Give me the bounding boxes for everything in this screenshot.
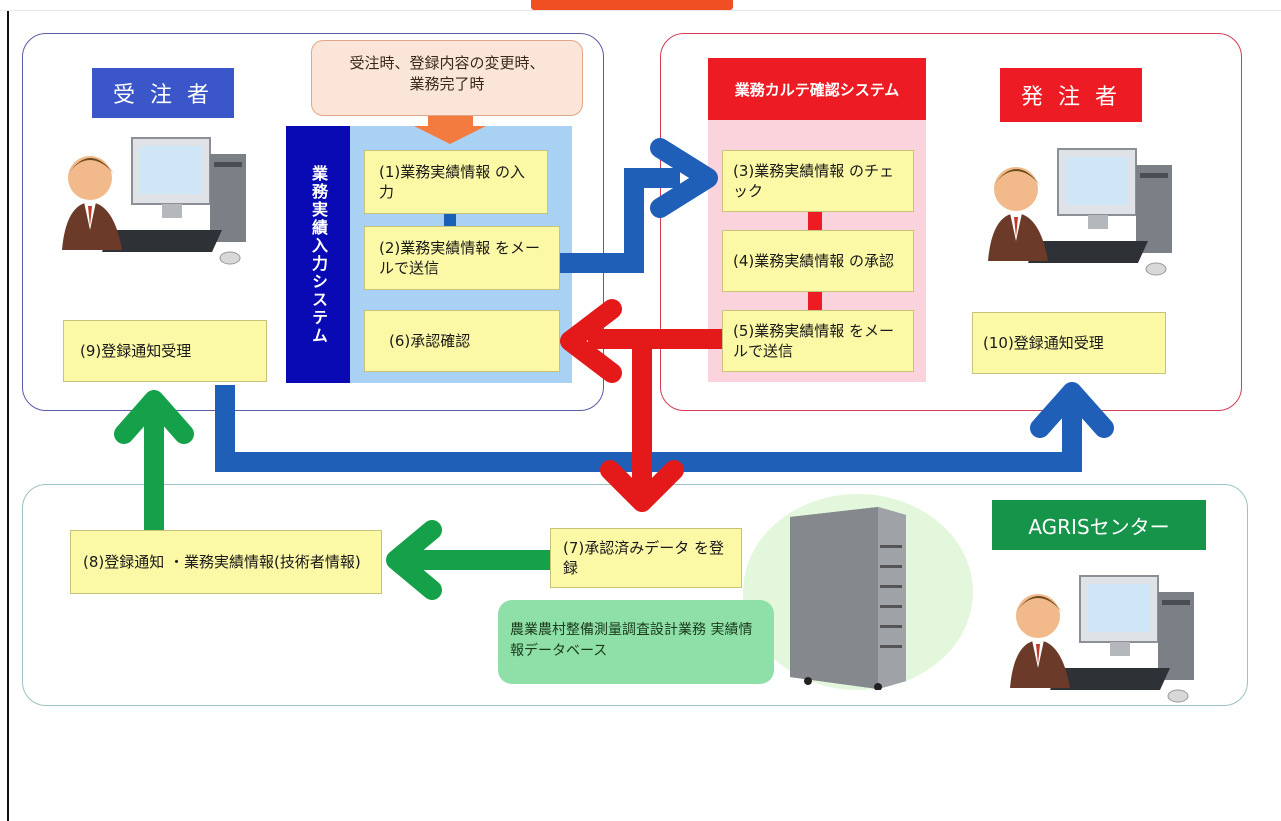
agris-center-label: AGRISセンター [992,500,1206,550]
step-6-approval-check[interactable]: (6)承認確認 [364,310,560,372]
person-at-computer-icon [62,134,252,270]
step-1-input[interactable]: (1)業務実績情報 の入力 [364,150,548,214]
input-system-title: 業務実績入力システム [286,126,350,383]
timing-note: 受注時、登録内容の変更時、業務完了時 [311,40,583,116]
step-8-registration-notice[interactable]: (8)登録通知 ・業務実績情報(技術者情報) [70,530,382,594]
step-2-send-mail[interactable]: (2)業務実績情報 をメールで送信 [364,226,560,290]
contractor-label: 受 注 者 [92,68,234,118]
top-tab[interactable] [531,0,733,10]
step-7-register-data[interactable]: (7)承認済みデータ を登録 [550,528,742,588]
left-border-line [7,11,9,821]
check-system-title: 業務カルテ確認システム [708,58,926,120]
person-at-computer-icon [1010,572,1200,708]
step-9-receive-notice[interactable]: (9)登録通知受理 [63,320,267,382]
step-3-check[interactable]: (3)業務実績情報 のチェック [722,150,914,212]
step-10-receive-notice[interactable]: (10)登録通知受理 [972,312,1166,374]
server-tower-icon [788,505,918,694]
database-label: 農業農村整備測量調査設計業務 実績情報データベース [498,600,774,684]
person-at-computer-icon [988,145,1178,281]
orderer-label: 発 注 者 [1000,68,1142,122]
step-4-approve[interactable]: (4)業務実績情報 の承認 [722,230,914,292]
step-5-send-mail[interactable]: (5)業務実績情報 をメールで送信 [722,310,914,372]
